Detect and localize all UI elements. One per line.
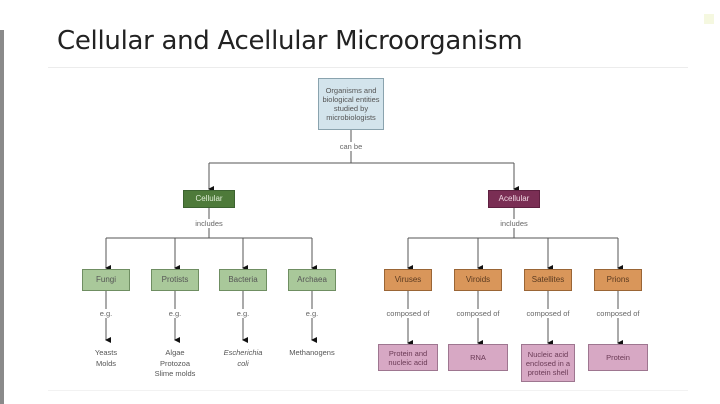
slide-left-edge xyxy=(0,30,4,404)
viruses-composition: Protein and nucleic acid xyxy=(378,344,438,371)
example-item: Yeasts xyxy=(94,348,118,357)
archaea-node: Archaea xyxy=(288,269,336,291)
acellular-link-label: includes xyxy=(499,219,529,228)
example-item: Slime molds xyxy=(154,369,196,378)
root-link-label: can be xyxy=(338,142,364,151)
satellites-node: Satellites xyxy=(524,269,572,291)
example-item: Protozoa xyxy=(159,358,191,368)
fungi-examples: Yeasts Molds xyxy=(95,348,117,369)
prions-node: Prions xyxy=(594,269,642,291)
viroids-composition: RNA xyxy=(448,344,508,371)
protists-node: Protists xyxy=(151,269,199,291)
example-item: Algae xyxy=(165,348,185,357)
protists-examples: Algae Protozoa Slime molds xyxy=(155,348,196,380)
archaea-link-label: e.g. xyxy=(304,309,320,318)
archaea-examples: Methanogens xyxy=(289,348,334,359)
cellular-node: Cellular xyxy=(183,190,235,208)
protists-link-label: e.g. xyxy=(167,309,183,318)
fungi-node: Fungi xyxy=(82,269,130,291)
example-item: Methanogens xyxy=(289,348,335,357)
viruses-node: Viruses xyxy=(384,269,432,291)
bacteria-node: Bacteria xyxy=(219,269,267,291)
viruses-link-label: composed of xyxy=(385,309,431,318)
satellites-link-label: composed of xyxy=(525,309,571,318)
prions-link-label: composed of xyxy=(595,309,641,318)
corner-mark xyxy=(704,14,714,24)
fungi-link-label: e.g. xyxy=(98,309,114,318)
slide-title: Cellular and Acellular Microorganism xyxy=(57,26,523,56)
example-item: Molds xyxy=(95,358,116,368)
prions-composition: Protein xyxy=(588,344,648,371)
cellular-link-label: includes xyxy=(194,219,224,228)
viroids-link-label: composed of xyxy=(455,309,501,318)
satellites-composition: Nucleic acid enclosed in a protein shell xyxy=(521,344,575,382)
example-item: Escherichia xyxy=(223,348,263,357)
title-divider xyxy=(48,67,688,68)
root-node: Organisms and biological entities studie… xyxy=(318,78,384,130)
bacteria-link-label: e.g. xyxy=(235,309,251,318)
viroids-node: Viroids xyxy=(454,269,502,291)
bottom-divider xyxy=(48,390,688,391)
bacteria-examples: Escherichia coli xyxy=(224,348,263,369)
acellular-node: Acellular xyxy=(488,190,540,208)
example-item: coli xyxy=(237,358,249,368)
